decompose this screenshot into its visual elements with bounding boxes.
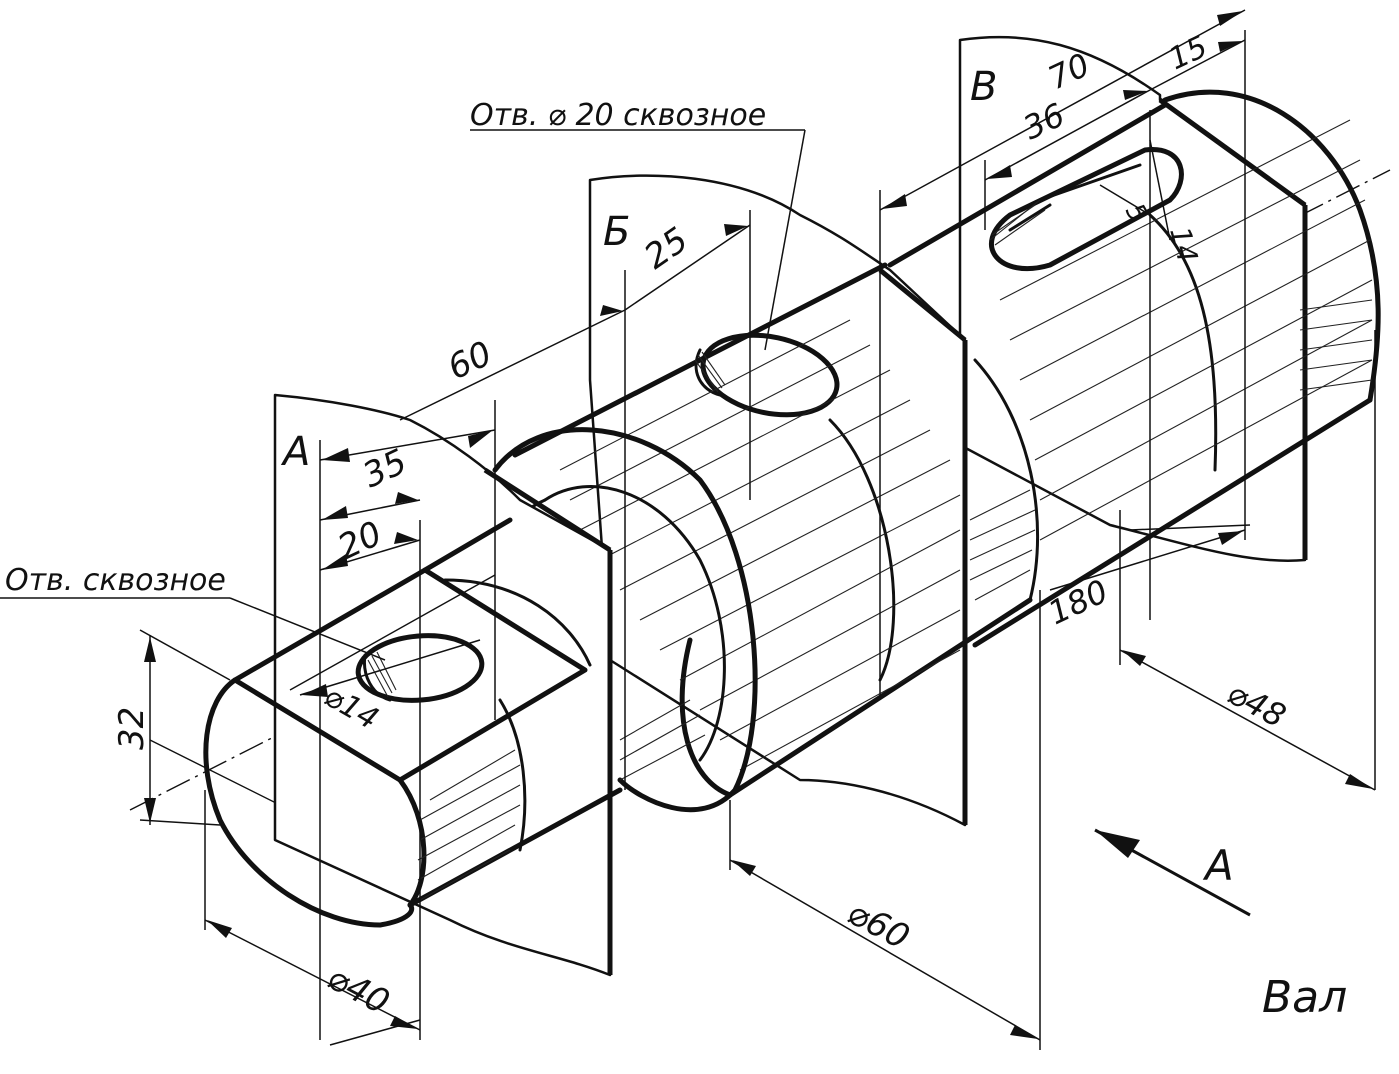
note-through-hole: Отв. сквозное	[5, 563, 226, 598]
keyway-slot	[989, 147, 1184, 272]
section-plane-b: Б	[588, 174, 968, 827]
dimension-lines	[0, 9, 1376, 1050]
dim-dia40: ⌀40	[321, 958, 396, 1023]
dim-32: 32	[112, 707, 152, 750]
shaft-left-part	[203, 517, 706, 928]
dim-dia60: ⌀60	[841, 893, 916, 958]
dim-dia48: ⌀48	[1221, 674, 1292, 736]
shaft-right-part	[887, 89, 1381, 648]
through-hole-20	[700, 332, 840, 418]
plane-v-label: В	[970, 64, 997, 110]
plane-a-label: А	[280, 429, 310, 475]
dim-180: 180	[1042, 572, 1113, 632]
view-label: А	[1202, 841, 1234, 890]
dim-15: 15	[1164, 29, 1213, 77]
drawing-title: Вал	[1262, 972, 1347, 1023]
dimension-arrows	[144, 11, 1373, 1039]
collar-face	[492, 427, 758, 813]
plane-b-label: Б	[603, 209, 630, 255]
through-hole-14	[355, 633, 485, 703]
section-plane-a: А	[273, 393, 613, 977]
dim-60: 60	[442, 334, 498, 389]
section-plane-v: В	[958, 35, 1308, 562]
note-through-hole-20: Отв. ⌀ 20 сквозное	[470, 98, 766, 133]
view-arrow-head	[1095, 830, 1140, 858]
